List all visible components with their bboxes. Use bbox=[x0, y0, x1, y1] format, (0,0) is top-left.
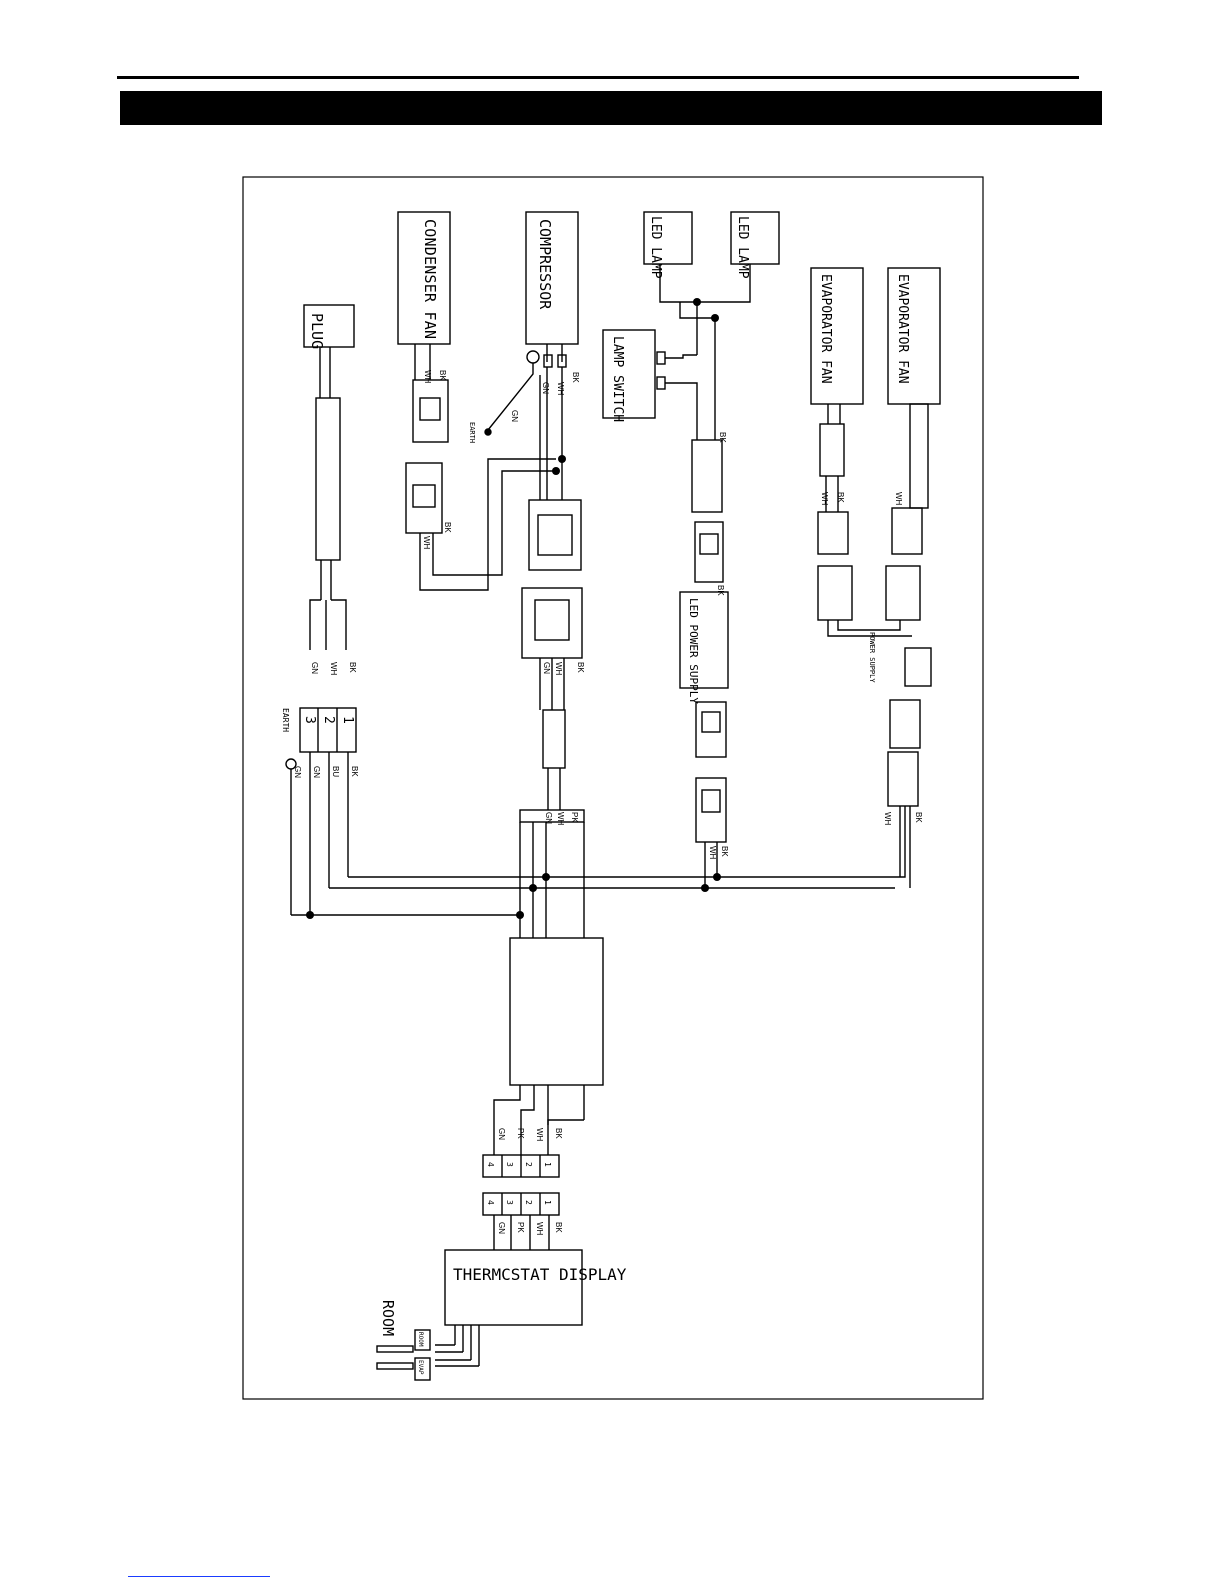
wire-wh-cond-mate: WH bbox=[422, 536, 431, 550]
condenser-fan-box bbox=[397, 211, 451, 345]
wire-bu-term: BU bbox=[331, 766, 340, 777]
diagram-frame bbox=[242, 176, 984, 1400]
led-mating-connector bbox=[695, 777, 727, 843]
wire-wh-comp-mate: WH bbox=[554, 662, 563, 676]
thermostat-display-label: THERMCSTAT DISPLAY bbox=[453, 1265, 627, 1284]
room-sensor-tag bbox=[414, 1329, 431, 1351]
wire-pk-bus: PK bbox=[570, 812, 579, 823]
wire-wh-evap2: WH bbox=[894, 492, 903, 506]
room-sensor-probe bbox=[376, 1345, 414, 1353]
top-rule bbox=[117, 76, 1079, 79]
wire-wh-ps: WH bbox=[883, 812, 892, 826]
bottom-rule bbox=[128, 1576, 270, 1577]
condenser-fan-label-line1: CONDENSER FAN bbox=[421, 219, 439, 339]
lamp-switch-label: LAMP SWITCH bbox=[610, 336, 625, 422]
terminal-number-1: 1 bbox=[340, 716, 355, 724]
ctrl-pin-1: 1 bbox=[543, 1162, 552, 1167]
led-power-supply-connector bbox=[695, 701, 727, 758]
wire-bk-disp: BK bbox=[554, 1222, 563, 1233]
terminal-number-3: 3 bbox=[302, 716, 317, 724]
wire-bk-comp-mate: BK bbox=[576, 662, 585, 673]
wire-gn-ctrl: GN bbox=[497, 1128, 506, 1140]
compressor-label: COMPRESSOR bbox=[536, 219, 554, 310]
wire-gn-disp: GN bbox=[497, 1222, 506, 1234]
earth-label-2: EARTH bbox=[281, 708, 290, 732]
compressor-mating-connector bbox=[521, 587, 583, 659]
compressor-sleeve bbox=[542, 709, 566, 769]
wire-wh-comp: WH bbox=[556, 382, 565, 396]
lamp-switch-box bbox=[602, 329, 656, 419]
wire-wh-cond: WH bbox=[423, 370, 432, 384]
wire-gn-bus: GN bbox=[544, 812, 553, 824]
wire-gn-term-1: GN bbox=[312, 766, 321, 778]
led-lamp-1-label: LED LAMP bbox=[648, 216, 663, 279]
room-sensor-label: ROOM bbox=[417, 1332, 424, 1347]
wire-gn-plug: GN bbox=[310, 662, 319, 674]
wire-pk-disp: PK bbox=[516, 1222, 525, 1233]
terminal-block bbox=[299, 707, 357, 753]
wire-wh-evap1: WH bbox=[820, 492, 829, 506]
ctrl-pin-4: 4 bbox=[486, 1162, 495, 1167]
disp-pin-4: 4 bbox=[486, 1200, 495, 1205]
condenser-mating-connector bbox=[405, 462, 443, 534]
wire-bk-evap1: BK bbox=[836, 492, 845, 503]
power-supply-label: POWER SUPPLY bbox=[868, 632, 876, 683]
plug-box bbox=[303, 304, 355, 348]
evaporator-fan-1-label: EVAPORATOR FAN bbox=[818, 274, 833, 384]
wire-bk-cond-mate: BK bbox=[443, 522, 452, 533]
wire-bk-led-ps: BK bbox=[716, 585, 725, 596]
led-power-supply-label: LED POWER SUPPLY bbox=[687, 598, 700, 704]
power-supply-box bbox=[904, 647, 932, 687]
terminal-number-2: 2 bbox=[321, 716, 336, 724]
disp-pin-1: 1 bbox=[543, 1200, 552, 1205]
wire-wh-bus: WH bbox=[556, 812, 565, 826]
wire-bk-term: BK bbox=[350, 766, 359, 777]
compressor-connector bbox=[528, 499, 582, 571]
evap-sensor-tag bbox=[414, 1357, 431, 1381]
thermostat-display-box bbox=[444, 1249, 583, 1326]
earth-label-1: EARTH bbox=[468, 422, 476, 443]
wire-bk-cond: BK bbox=[438, 370, 447, 381]
evaporator-fan-2-label: EVAPORATOR FAN bbox=[895, 274, 910, 384]
ctrl-pin-2: 2 bbox=[524, 1162, 533, 1167]
disp-pin-3: 3 bbox=[505, 1200, 514, 1205]
plug-cord-sleeve bbox=[315, 397, 341, 561]
wire-wh-led: WH bbox=[708, 846, 717, 860]
junction-dots bbox=[306, 298, 721, 919]
wire-wh-ctrl: WH bbox=[535, 1128, 544, 1142]
disp-pin-2: 2 bbox=[524, 1200, 533, 1205]
wire-bk-lamp: BK bbox=[718, 432, 727, 443]
wire-bk-ctrl: BK bbox=[554, 1128, 563, 1139]
led-lamp-2-box bbox=[730, 211, 780, 265]
wire-bk-ps: BK bbox=[914, 812, 923, 823]
evap-sensor-probe bbox=[376, 1362, 414, 1370]
evaporator-fan-1-box bbox=[810, 267, 864, 405]
wire-gn-earth: GN bbox=[510, 410, 519, 422]
header-bar bbox=[120, 91, 1102, 125]
controller-box bbox=[509, 937, 604, 1086]
wire-bk-plug: BK bbox=[348, 662, 357, 673]
wire-wh-disp: WH bbox=[535, 1222, 544, 1236]
led-power-supply-box bbox=[679, 591, 729, 689]
led-lamp-2-label: LED LAMP bbox=[735, 216, 750, 279]
condenser-fan-connector bbox=[412, 379, 449, 443]
wire-gn-comp-mate: GN bbox=[542, 662, 551, 674]
wire-bk-led: BK bbox=[720, 846, 729, 857]
wire-gn-term-2: GN bbox=[293, 766, 302, 778]
compressor-box bbox=[525, 211, 579, 345]
evap-sensor-label: EVAP bbox=[417, 1360, 424, 1375]
ctrl-pin-3: 3 bbox=[505, 1162, 514, 1167]
wire-wh-plug: WH bbox=[329, 662, 338, 676]
wire-pk-ctrl: PK bbox=[516, 1128, 525, 1139]
led-lamp-1-box bbox=[643, 211, 693, 265]
lamp-connector bbox=[691, 439, 723, 513]
room-label: ROOM bbox=[379, 1300, 397, 1336]
thermostat-display-text: THERMCSTAT DISPLAY bbox=[453, 1265, 627, 1284]
wire-bk-comp: BK bbox=[571, 372, 580, 383]
wire-gn-comp: GN bbox=[541, 382, 550, 394]
plug-label: PLUG bbox=[308, 313, 326, 349]
